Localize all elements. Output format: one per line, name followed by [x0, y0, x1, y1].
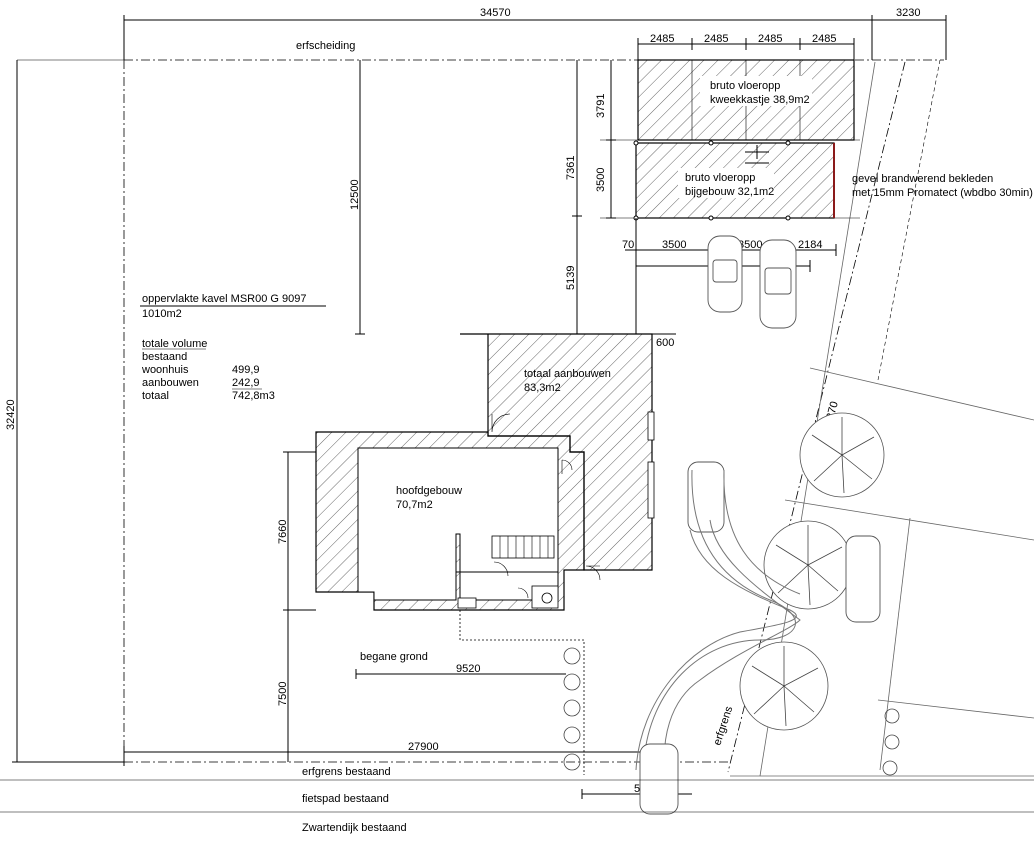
- greenhouse-vertical-dimension: 3791 3500: [595, 60, 616, 219]
- dim-seg-3500-a: 3500: [662, 239, 686, 251]
- garden-fence: [459, 610, 585, 775]
- dim-vertical-7500: 7500: [277, 682, 289, 706]
- volume-table: totale volume bestaand woonhuis 499,9 aa…: [141, 338, 275, 402]
- label-erfscheiding: erfscheiding: [296, 40, 355, 52]
- annex-name: bruto vloeropp: [685, 172, 755, 184]
- shrubs-right: [882, 708, 900, 776]
- label-fietspad: fietspad bestaand: [302, 793, 389, 805]
- volume-row-value: 742,8m3: [232, 390, 275, 402]
- tree-3: [739, 641, 829, 731]
- label-erfgrens-bestaand: erfgrens bestaand: [302, 766, 391, 778]
- dim-seg-3500-b: 3500: [738, 239, 762, 251]
- dim-vertical-5139: 5139: [565, 266, 577, 290]
- greenhouse: bruto vloeropp kweekkastje 38,9m2: [637, 59, 855, 141]
- floor-label: begane grond: [360, 651, 428, 663]
- volume-row-label: woonhuis: [141, 364, 189, 376]
- dim-vertical-7660: 7660: [277, 520, 289, 544]
- label-street: Zwartendijk bestaand: [302, 822, 407, 834]
- left-dimension: 32420: [5, 60, 124, 763]
- width-27900-dimension: 27900: [123, 741, 640, 766]
- dim-top-total: 34570: [480, 7, 511, 19]
- volume-subtitle: bestaand: [142, 351, 187, 363]
- main-name: hoofdgebouw: [396, 485, 462, 497]
- dim-gh-seg-4: 2485: [812, 33, 836, 45]
- volume-row-label: aanbouwen: [142, 377, 199, 389]
- annex-value: bijgebouw 32,1m2: [685, 186, 774, 198]
- dim-seg-2184: 2184: [798, 239, 822, 251]
- dim-seg-70: 70: [622, 239, 634, 251]
- label-erfgrens: erfgrens: [711, 704, 735, 747]
- center-vertical-dimension: 7361 5139: [565, 60, 582, 335]
- dim-top-right: 3230: [896, 7, 920, 19]
- greenhouse-dimension: 2485 2485 2485 2485: [637, 33, 855, 60]
- dim-width-27900: 27900: [408, 741, 439, 753]
- main-building: hoofdgebouw 70,7m2: [315, 431, 585, 611]
- car-swept-path: [635, 461, 881, 815]
- road-lines: erfgrens bestaand fietspad bestaand Zwar…: [0, 766, 1034, 834]
- greenhouse-value: kweekkastje 38,9m2: [710, 94, 810, 106]
- width-9520-dimension: 9520: [355, 663, 566, 679]
- top-dimension: 34570 3230: [123, 7, 947, 60]
- parked-cars: [707, 235, 797, 329]
- dim-seg-600: 600: [656, 337, 674, 349]
- greenhouse-name: bruto vloeropp: [710, 80, 780, 92]
- volume-row-value: 242,9: [232, 377, 260, 389]
- dim-vertical-3500: 3500: [595, 168, 607, 192]
- left-building-dimension: 7660 7500: [277, 451, 316, 762]
- tree-2: [763, 520, 853, 610]
- tree-1: [799, 412, 885, 498]
- extensions-value: 83,3m2: [524, 382, 561, 394]
- plot-area-value: 1010m2: [142, 308, 182, 320]
- trees: [739, 412, 885, 731]
- dim-vertical-7361: 7361: [565, 156, 577, 180]
- dim-left-total: 32420: [5, 399, 17, 430]
- fire-note-line-2: met 15mm Promatect (wbdbo 30min): [852, 187, 1033, 199]
- main-value: 70,7m2: [396, 499, 433, 511]
- volume-title: totale volume: [142, 338, 207, 350]
- dim-gh-seg-1: 2485: [650, 33, 674, 45]
- shrubs-left: [563, 647, 581, 771]
- plot-area-block: oppervlakte kavel MSR00 G 9097 1010m2: [140, 293, 326, 320]
- dim-gh-seg-3: 2485: [758, 33, 782, 45]
- volume-row-label: totaal: [142, 390, 169, 402]
- dim-width-9520: 9520: [456, 663, 480, 675]
- dim-depth-front: 12500: [349, 179, 361, 210]
- extensions-name: totaal aanbouwen: [524, 368, 611, 380]
- dim-gh-seg-2: 2485: [704, 33, 728, 45]
- fire-note-line-1: gevel brandwerend bekleden: [852, 173, 993, 185]
- staircase: [491, 535, 555, 559]
- dim-vertical-3791: 3791: [595, 94, 607, 118]
- annex-building: bruto vloeropp bijgebouw 32,1m2: [600, 139, 860, 221]
- depth-dimension: 12500: [349, 60, 365, 335]
- volume-row-value: 499,9: [232, 364, 260, 376]
- plot-area-title: oppervlakte kavel MSR00 G 9097: [142, 293, 306, 305]
